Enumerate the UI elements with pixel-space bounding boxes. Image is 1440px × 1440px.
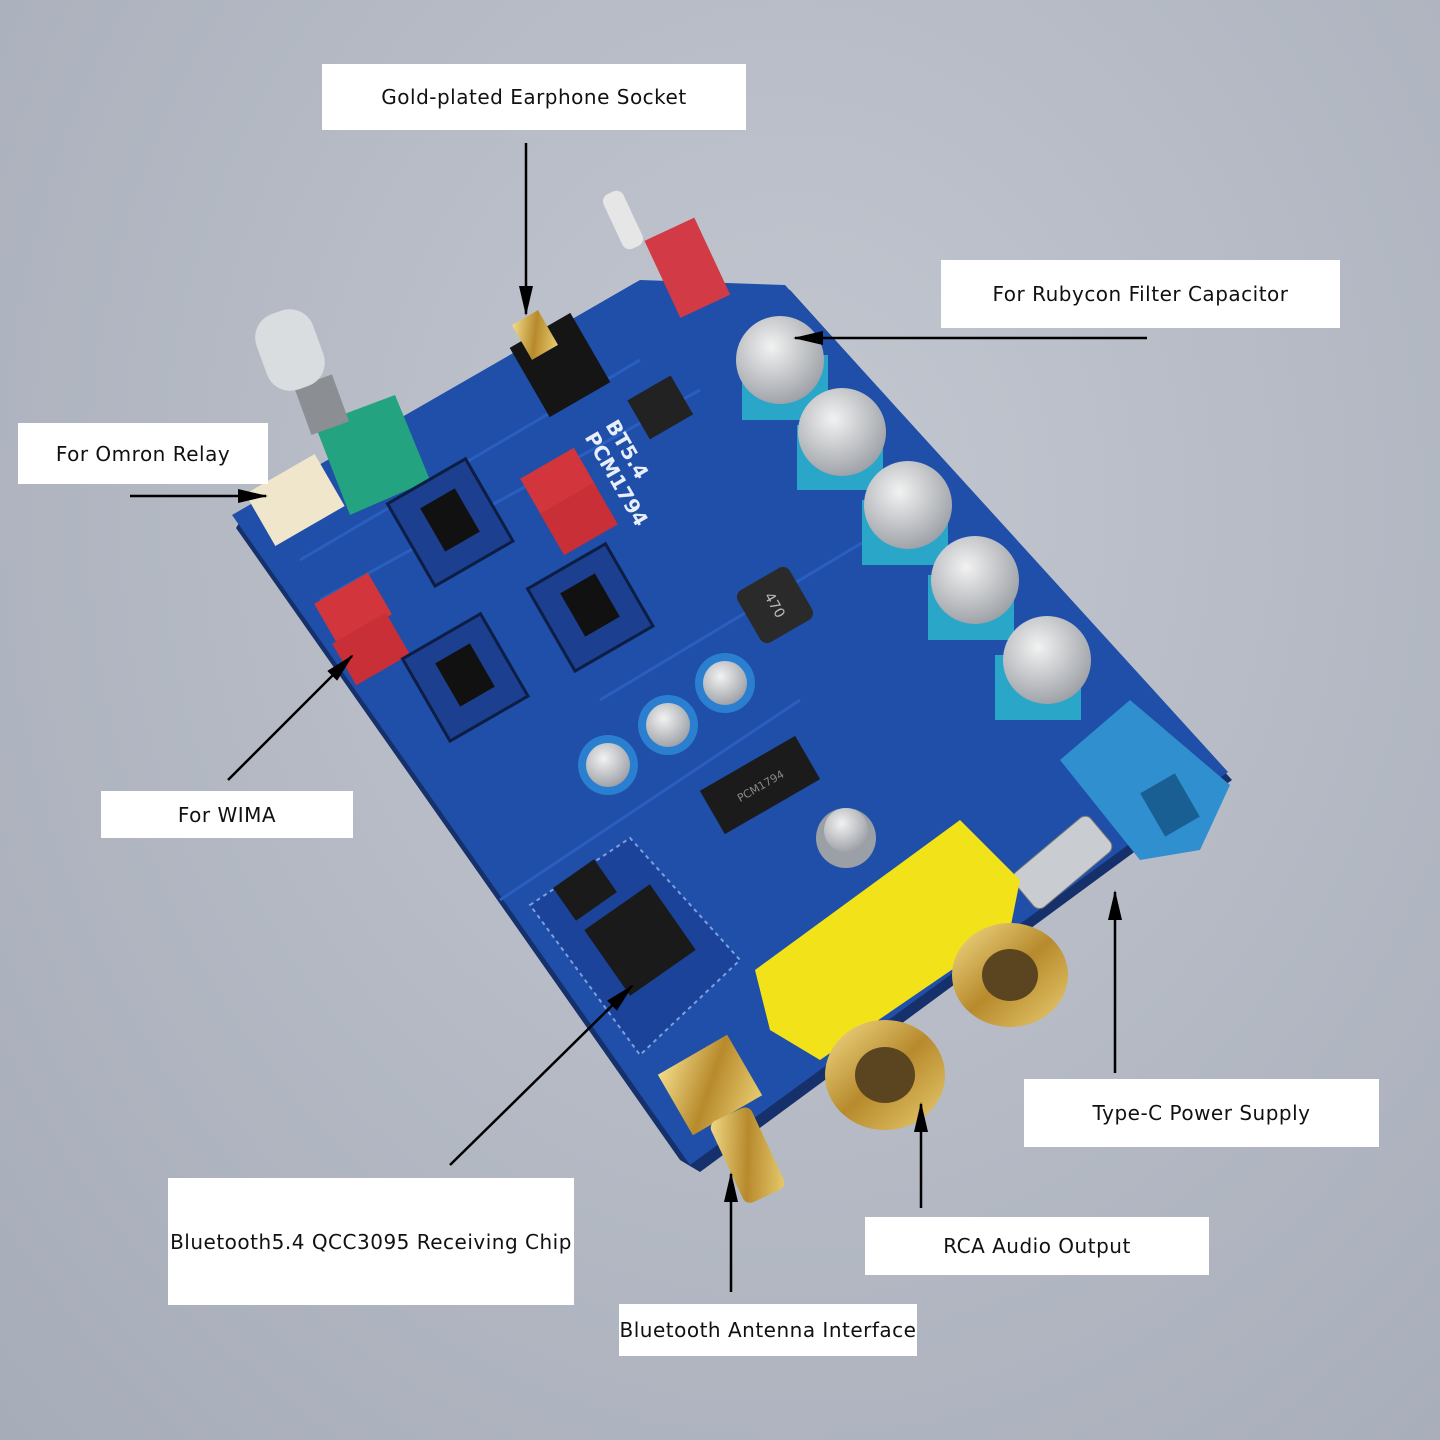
label-rubycon-capacitor: For Rubycon Filter Capacitor — [941, 260, 1340, 328]
label-antenna-interface: Bluetooth Antenna Interface — [619, 1304, 917, 1356]
opamp-sockets — [385, 456, 656, 744]
dac-chip: PCM1794 — [699, 735, 821, 835]
label-typec-power: Type-C Power Supply — [1024, 1079, 1379, 1147]
small-capacitors — [578, 653, 876, 868]
type-c-port — [1012, 815, 1113, 909]
label-earphone-socket: Gold-plated Earphone Socket — [322, 64, 746, 130]
regulator — [627, 375, 694, 440]
antenna-connector — [657, 1034, 785, 1203]
callout-arrows — [130, 143, 1147, 1292]
label-rca-output: RCA Audio Output — [865, 1217, 1209, 1275]
arrow-wima — [227, 654, 354, 781]
bluetooth-module — [528, 836, 742, 1057]
volume-knob — [255, 309, 430, 515]
inductor: 470 — [736, 566, 814, 644]
dc-jack — [1060, 700, 1230, 860]
arrow-bt-chip — [449, 984, 634, 1166]
toggle-switch — [602, 190, 731, 318]
label-bluetooth-chip: Bluetooth5.4 QCC3095 Receiving Chip — [168, 1178, 574, 1305]
label-wima: For WIMA — [101, 791, 353, 838]
omron-relay — [245, 454, 345, 546]
label-omron-relay: For Omron Relay — [18, 423, 268, 484]
earphone-socket — [509, 310, 611, 418]
